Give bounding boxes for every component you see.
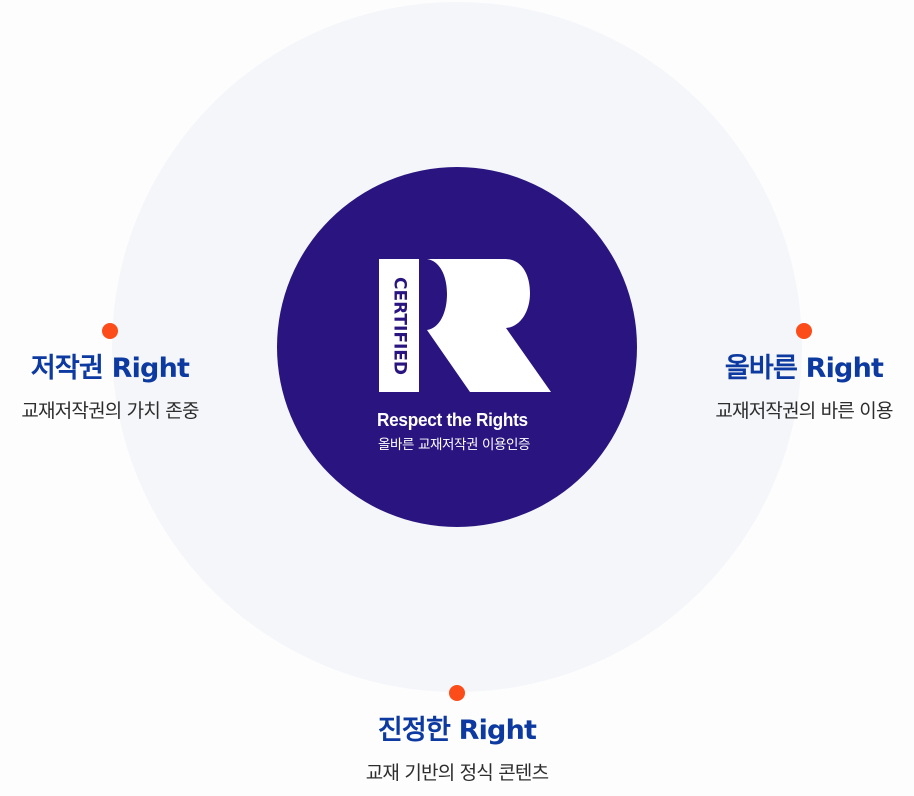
left-orbit-dot	[102, 323, 118, 339]
bottom-orbit-dot	[449, 685, 465, 701]
r-logo-icon	[427, 259, 551, 392]
right-orbit-dot	[796, 323, 812, 339]
certified-bar: CERTIFIED	[379, 259, 419, 392]
item-bottom-description: 교재 기반의 정식 콘텐츠	[365, 762, 549, 784]
item-left-title: 저작권 Right	[30, 353, 190, 384]
item-right: 올바른 Right 교재저작권의 바른 이용	[692, 352, 914, 424]
item-left-description: 교재저작권의 가치 존중	[21, 400, 199, 422]
badge-title: Respect the Rights	[377, 409, 528, 430]
item-bottom: 진정한 Right 교재 기반의 정식 콘텐츠	[327, 714, 587, 786]
badge-subtitle: 올바른 교재저작권 이용인증	[378, 437, 531, 453]
item-left: 저작권 Right 교재저작권의 가치 존중	[0, 352, 220, 424]
item-bottom-title: 진정한 Right	[377, 715, 537, 746]
item-right-title: 올바른 Right	[724, 353, 884, 384]
item-right-description: 교재저작권의 바른 이용	[715, 400, 893, 422]
